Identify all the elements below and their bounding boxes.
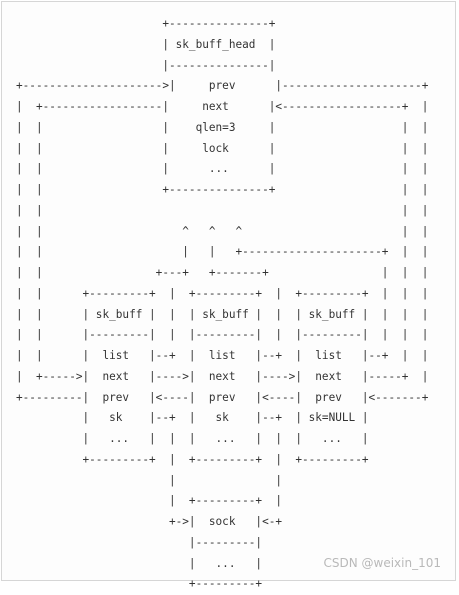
diagram-line: | | +---------------+ | | xyxy=(16,183,429,196)
diagram-line: +---------| prev |<----| prev |<----| pr… xyxy=(16,390,429,404)
diagram-line: | | |---------| | |---------| | |-------… xyxy=(16,328,429,342)
diagram-line: +--------------------->| prev |---------… xyxy=(16,79,429,93)
diagram-line: | sk_buff_head | xyxy=(16,37,276,51)
diagram-line: | | | qlen=3 | | | xyxy=(16,120,429,134)
diagram-line: +---------------+ xyxy=(16,17,276,30)
diagram-line: | | | lock | | | xyxy=(16,141,429,155)
diagram-line: | | +---+ +-------+ | | | xyxy=(16,266,429,279)
ascii-diagram: +---------------+ | sk_buff_head | |----… xyxy=(16,14,428,595)
diagram-line: +->| sock |<-+ xyxy=(16,515,283,528)
diagram-line: |---------------| xyxy=(16,58,276,72)
diagram-line: +---------+ xyxy=(16,577,263,591)
diagram-line: +---------+ | +---------+ | +---------+ xyxy=(16,452,369,466)
diagram-line: | | | list |--+ | list |--+ | list |--+ … xyxy=(16,349,429,362)
diagram-line: | | | | xyxy=(16,203,429,217)
diagram-line: | +---------+ | xyxy=(16,494,283,508)
diagram-line: | | ^ ^ ^ | | xyxy=(16,224,429,238)
diagram-line: | +----->| next |---->| next |---->| nex… xyxy=(16,369,429,383)
diagram-line: |---------| xyxy=(16,535,263,549)
diagram-line: | | xyxy=(16,473,283,487)
diagram-line: | ... | xyxy=(16,556,263,570)
diagram-line: | | | ... | | | xyxy=(16,162,429,176)
diagram-line: | +------------------| next |<----------… xyxy=(16,100,429,113)
diagram-line: | ... | | | ... | | | ... | xyxy=(16,432,369,445)
diagram-line: | | +---------+ | +---------+ | +-------… xyxy=(16,286,429,300)
diagram-line: | | | | +---------------------+ | | xyxy=(16,245,429,259)
diagram-line: | sk |--+ | sk |--+ | sk=NULL | xyxy=(16,411,369,425)
diagram-line: | | | sk_buff | | | sk_buff | | | sk_buf… xyxy=(16,307,429,321)
watermark: CSDN @weixin_101 xyxy=(323,556,441,570)
